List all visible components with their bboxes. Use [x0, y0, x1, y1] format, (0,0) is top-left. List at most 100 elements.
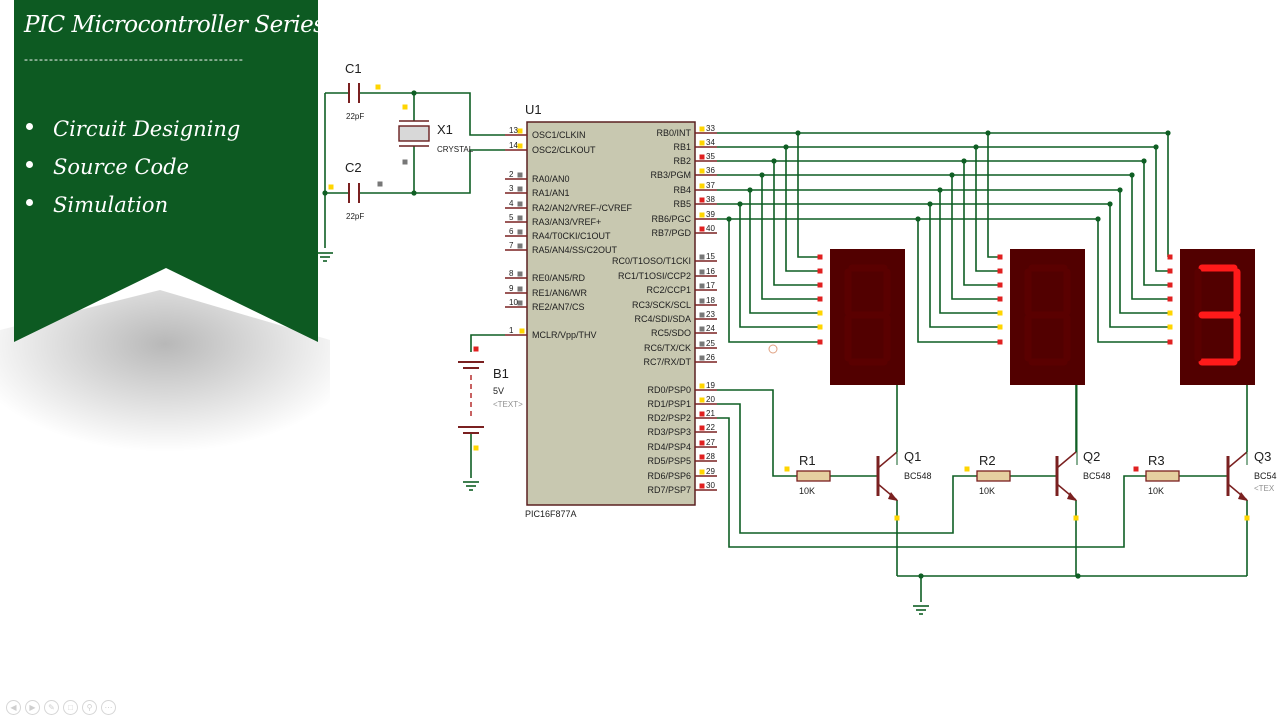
pin-number: 22: [706, 423, 715, 432]
junction-dot: [1153, 144, 1159, 150]
x1-label: X1: [437, 122, 453, 137]
slides-icon[interactable]: □: [63, 700, 78, 715]
pin-number: 17: [706, 281, 715, 290]
pin-number: 3: [509, 184, 514, 193]
pin-state-marker: [817, 324, 823, 330]
resistor-r1-label: R1: [799, 453, 816, 468]
transistor-text: <TEX: [1254, 484, 1275, 493]
probe-marker: [768, 344, 778, 354]
junction-dot: [1141, 158, 1147, 164]
more-options-icon[interactable]: ⋯: [101, 700, 116, 715]
segment-wire: [785, 147, 818, 272]
u1-part-label: PIC16F877A: [525, 509, 577, 519]
bullet-icon: [26, 198, 33, 206]
next-slide-icon[interactable]: ▶: [25, 700, 40, 715]
pin-state-marker: [699, 483, 705, 489]
pin-label: RC7/RX/DT: [643, 357, 691, 367]
pin-state-marker: [699, 454, 705, 460]
pin-number: 39: [706, 210, 715, 219]
pin-state-marker: [1167, 339, 1173, 345]
pin-label: RD5/PSP5: [647, 456, 691, 466]
pin-state-marker: [699, 355, 705, 361]
topic-list: Circuit Designing Source Code Simulation: [26, 110, 240, 224]
emitter-arrow: [888, 492, 898, 501]
pin-number: 14: [509, 141, 518, 150]
pin-state-marker: [517, 201, 523, 207]
pin-label: RB3/PGM: [650, 170, 691, 180]
pin-label: RC0/T1OSO/T1CKI: [612, 256, 691, 266]
segment-wire: [728, 219, 818, 343]
junction-dot: [411, 190, 417, 196]
pin-number: 4: [509, 199, 514, 208]
c1-value: 22pF: [346, 112, 364, 121]
segment-wire: [1155, 147, 1168, 272]
rd0-wire: [717, 389, 797, 477]
pin-state-marker: [699, 283, 705, 289]
c1-label: C1: [345, 61, 362, 76]
junction-dot: [747, 187, 753, 193]
segment-wire: [797, 133, 818, 258]
pin-label: OSC1/CLKIN: [532, 130, 586, 140]
junction-dot: [1117, 187, 1123, 193]
pin-state-marker: [402, 159, 408, 165]
pin-state-marker: [1167, 324, 1173, 330]
pin-number: 5: [509, 213, 514, 222]
chip-body: [526, 121, 696, 506]
pin-state-marker: [699, 312, 705, 318]
pin-number: 27: [706, 438, 715, 447]
pin-label: OSC2/CLKOUT: [532, 145, 596, 155]
pin-state-marker: [473, 346, 479, 352]
pin-number: 38: [706, 195, 715, 204]
segment-wire: [939, 190, 998, 314]
pin-label: RA1/AN1: [532, 188, 570, 198]
pin-label: RB5: [673, 199, 691, 209]
pin-label: RE1/AN6/WR: [532, 288, 588, 298]
title-banner: [14, 0, 318, 342]
pin-label: RE0/AN5/RD: [532, 273, 586, 283]
junction-dot: [322, 190, 328, 196]
pin-state-marker: [699, 341, 705, 347]
bullet-icon: [26, 160, 33, 168]
wire: [470, 334, 505, 352]
pin-state-marker: [699, 269, 705, 275]
prev-slide-icon[interactable]: ◀: [6, 700, 21, 715]
junction-dot: [726, 216, 732, 222]
display-2: [1010, 249, 1085, 465]
junction-dot: [949, 172, 955, 178]
pin-state-marker: [377, 181, 383, 187]
junction-dot: [927, 201, 933, 207]
pin-number: 29: [706, 467, 715, 476]
pin-label: RA3/AN3/VREF+: [532, 217, 601, 227]
pin-number: 30: [706, 481, 715, 490]
wire: [360, 149, 505, 194]
pin-state-marker: [817, 339, 823, 345]
c2-value: 22pF: [346, 212, 364, 221]
junction-dot: [937, 187, 943, 193]
b1-label: B1: [493, 366, 509, 381]
pin-state-marker: [997, 324, 1003, 330]
pin-state-marker: [699, 254, 705, 260]
pin-number: 8: [509, 269, 514, 278]
c2-label: C2: [345, 160, 362, 175]
pin-state-marker: [699, 154, 705, 160]
pin-number: 13: [509, 126, 518, 135]
pin-label: RA0/AN0: [532, 174, 570, 184]
pin-state-marker: [817, 310, 823, 316]
zoom-icon[interactable]: ⚲: [82, 700, 97, 715]
banner-shadow: [0, 290, 330, 470]
resistor-r3: [1145, 470, 1180, 482]
segment-wire: [963, 161, 998, 286]
junction-dot: [771, 158, 777, 164]
pin-number: 1: [509, 326, 514, 335]
pin-number: 21: [706, 409, 715, 418]
transistor-q1-label: Q1: [904, 449, 921, 464]
pen-icon[interactable]: ✎: [44, 700, 59, 715]
transistor-collector: [1056, 451, 1077, 469]
pin-label: RC4/SDI/SDA: [634, 314, 691, 324]
pin-number: 40: [706, 224, 715, 233]
pin-state-marker: [1167, 254, 1173, 260]
pin-state-marker: [699, 397, 705, 403]
pin-label: RA5/AN4/SS/C2OUT: [532, 245, 618, 255]
